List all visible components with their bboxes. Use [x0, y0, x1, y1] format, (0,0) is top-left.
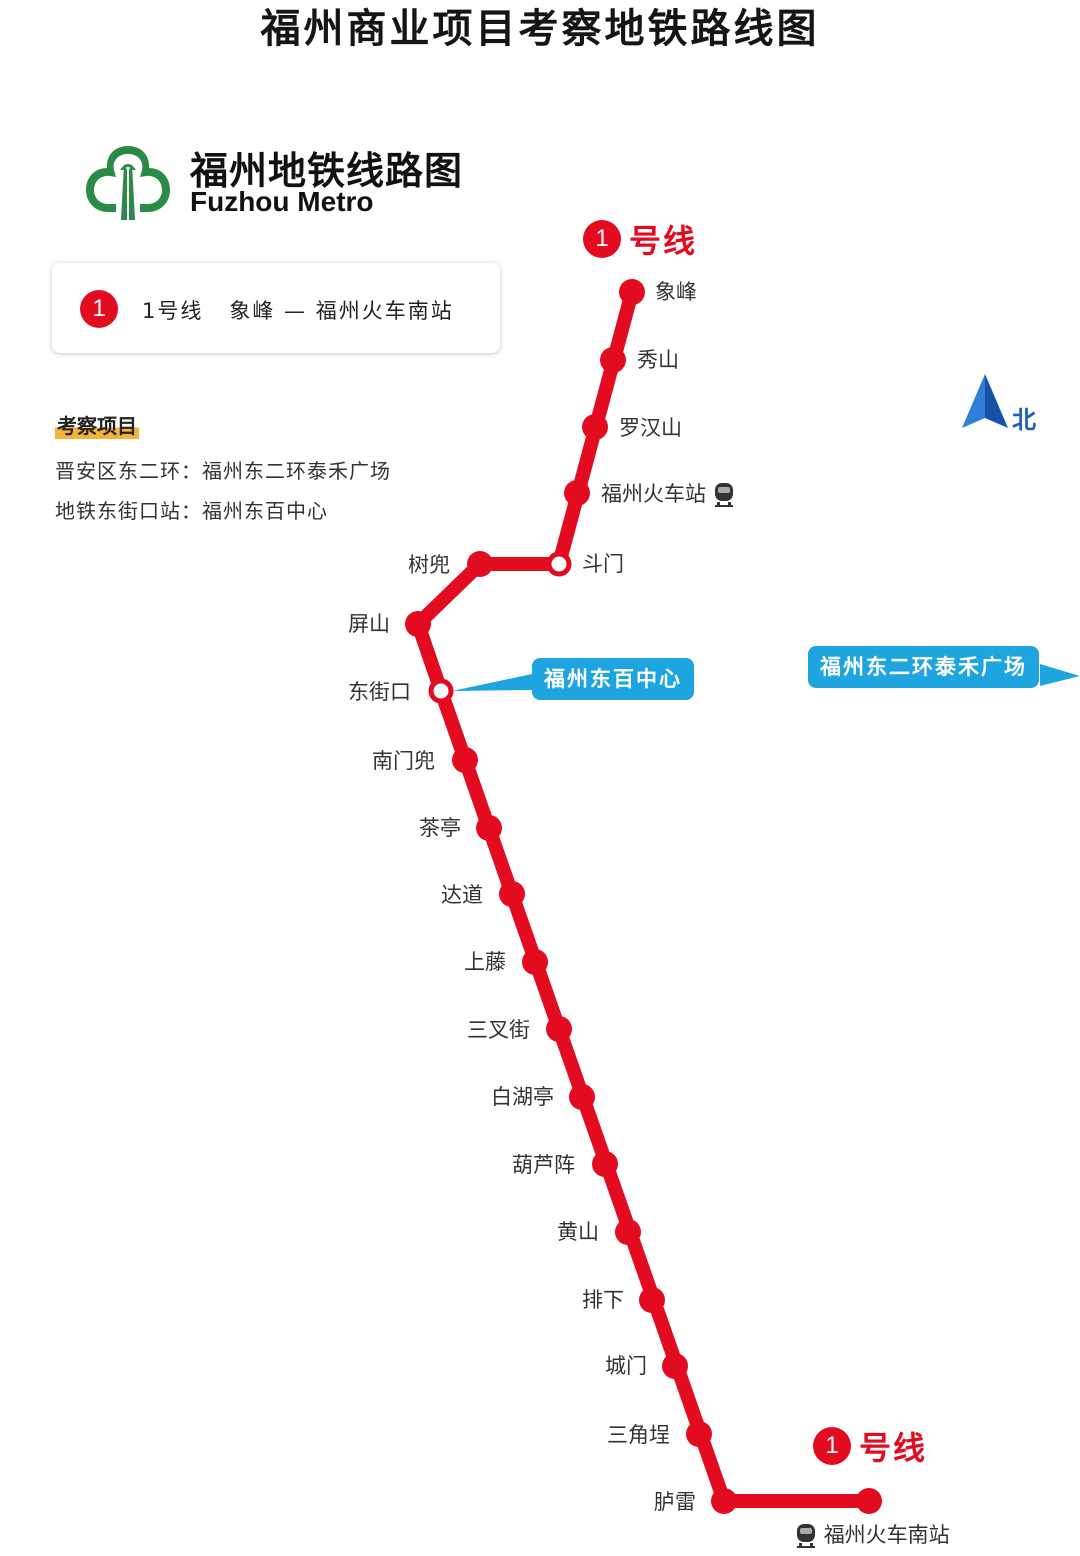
station-label-dongjiekou[interactable]: 东街口 — [348, 680, 411, 704]
station-dot[interactable] — [522, 949, 548, 975]
line-1-badge: 1 — [813, 1427, 851, 1465]
project-item: 晋安区东二环：福州东二环泰禾广场 — [55, 459, 391, 483]
station-label-sanjiaocheng[interactable]: 三角埕 — [607, 1423, 670, 1447]
station-dot[interactable] — [639, 1287, 665, 1313]
station-label-sanchajie[interactable]: 三叉街 — [467, 1018, 530, 1042]
station-dot[interactable] — [569, 1084, 595, 1110]
project-item: 地铁东街口站：福州东百中心 — [55, 499, 328, 523]
line-1-route — [411, 285, 876, 1508]
station-dot[interactable] — [619, 279, 645, 305]
station-name: 福州火车南站 — [823, 1523, 950, 1547]
station-label-dadao[interactable]: 达道 — [441, 883, 483, 907]
station-dot[interactable] — [662, 1353, 688, 1379]
callout-pointer — [1040, 664, 1080, 686]
station-label-lulei[interactable]: 胪雷 — [654, 1490, 696, 1514]
station-label-shudou[interactable]: 树兜 — [408, 553, 450, 577]
station-dot[interactable] — [546, 1016, 572, 1042]
page-title: 福州商业项目考察地铁路线图 — [260, 6, 820, 52]
station-label-nanmendou[interactable]: 南门兜 — [372, 749, 435, 773]
brand-name-en: Fuzhou Metro — [190, 186, 374, 217]
station-label-fuzhou-railway[interactable]: 福州火车站 — [601, 482, 735, 508]
compass-north-label: 北 — [1012, 406, 1036, 434]
callout-dongbai-center[interactable]: 福州东百中心 — [532, 658, 694, 700]
station-label-pingshan[interactable]: 屏山 — [348, 612, 390, 636]
callout-pointer — [452, 674, 532, 691]
north-arrow-icon — [962, 374, 1008, 428]
station-label-chengmen[interactable]: 城门 — [605, 1354, 647, 1378]
station-dot[interactable] — [686, 1421, 712, 1447]
line-title-text: 号线 — [859, 1429, 928, 1467]
line-title-top: 1 号线 — [583, 216, 697, 262]
station-dot[interactable] — [582, 414, 608, 440]
train-icon — [714, 483, 733, 507]
station-dot[interactable] — [499, 881, 525, 907]
brand-name-cn: 福州地铁线路图 — [190, 149, 464, 193]
station-dots — [405, 279, 882, 1514]
station-label-shangteng[interactable]: 上藤 — [464, 950, 506, 974]
interchange-station-dot[interactable] — [546, 551, 572, 577]
station-label-luohanshan[interactable]: 罗汉山 — [619, 416, 682, 440]
fuzhou-metro-logo-icon — [86, 146, 170, 220]
legend-route-text: 1号线 象峰 — 福州火车南站 — [142, 299, 454, 323]
station-label-paixia[interactable]: 排下 — [582, 1288, 624, 1312]
station-label-baihuting[interactable]: 白湖亭 — [491, 1085, 554, 1109]
line-1-badge: 1 — [80, 290, 118, 328]
station-dot[interactable] — [467, 551, 493, 577]
line-title-text: 号线 — [629, 222, 698, 260]
interchange-station-dot[interactable] — [428, 678, 454, 704]
station-dot[interactable] — [856, 1488, 882, 1514]
station-label-xiangfeng[interactable]: 象峰 — [655, 280, 697, 304]
station-dot[interactable] — [405, 611, 431, 637]
station-label-huluzhen[interactable]: 葫芦阵 — [512, 1153, 575, 1177]
station-dot[interactable] — [592, 1151, 618, 1177]
station-dot[interactable] — [452, 747, 478, 773]
station-dot[interactable] — [600, 347, 626, 373]
callout-taihe-plaza[interactable]: 福州东二环泰禾广场 — [808, 646, 1039, 688]
line-1-badge: 1 — [583, 220, 621, 258]
projects-section-label: 考察项目 — [55, 410, 139, 439]
station-label-chating[interactable]: 茶亭 — [419, 816, 461, 840]
station-dot[interactable] — [476, 815, 502, 841]
station-label-doumen[interactable]: 斗门 — [582, 552, 624, 576]
station-dot[interactable] — [615, 1219, 641, 1245]
station-name: 福州火车站 — [601, 482, 706, 506]
station-dot[interactable] — [711, 1488, 737, 1514]
station-label-xiushan[interactable]: 秀山 — [637, 348, 679, 372]
line-title-bottom: 1 号线 — [813, 1423, 927, 1469]
brand-header: 福州地铁线路图 Fuzhou Metro — [80, 140, 500, 230]
train-icon — [797, 1524, 815, 1548]
station-dot[interactable] — [564, 480, 590, 506]
line-legend-card: 1 1号线 象峰 — 福州火车南站 — [52, 263, 500, 353]
station-label-fuzhou-south-railway[interactable]: 福州火车南站 — [795, 1523, 950, 1549]
station-label-huangshan[interactable]: 黄山 — [557, 1220, 599, 1244]
